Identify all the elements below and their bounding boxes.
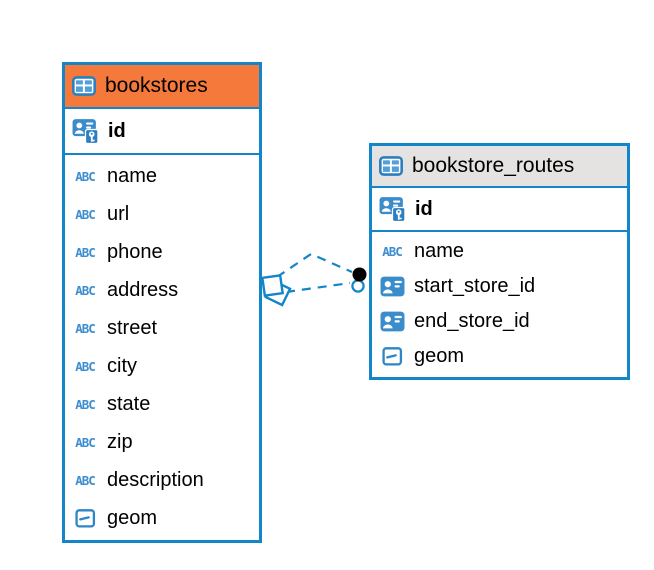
column-name: name — [107, 164, 158, 187]
relationship-line[interactable] — [285, 281, 351, 294]
column-list: ABC name start_store_id end_store_id ge — [372, 232, 627, 377]
text-type-icon: ABC — [75, 396, 96, 412]
column-name: address — [107, 278, 179, 301]
reference-type-icon — [376, 276, 408, 297]
geometry-type-icon — [376, 346, 408, 367]
column-row-city[interactable]: ABC city — [65, 347, 259, 385]
primary-key-icon — [69, 117, 101, 145]
column-row-street[interactable]: ABC street — [65, 309, 259, 347]
column-row-geom[interactable]: geom — [372, 339, 627, 374]
column-row-id[interactable]: id — [372, 188, 627, 232]
column-row-name[interactable]: ABC name — [65, 157, 259, 195]
column-name: geom — [414, 345, 465, 367]
column-name: description — [107, 468, 204, 491]
column-name: state — [107, 392, 151, 415]
column-name: geom — [107, 506, 158, 529]
column-row-end-store-id[interactable]: end_store_id — [372, 304, 627, 339]
column-row-state[interactable]: ABC state — [65, 385, 259, 423]
column-row-url[interactable]: ABC url — [65, 195, 259, 233]
text-type-icon: ABC — [75, 320, 96, 336]
text-type-icon: ABC — [382, 244, 403, 259]
column-row-address[interactable]: ABC address — [65, 271, 259, 309]
column-name: name — [414, 240, 465, 262]
entity-table-bookstores[interactable]: bookstores id ABC name ABC url ABC phone… — [62, 62, 262, 543]
text-type-icon: ABC — [75, 244, 96, 260]
column-name: url — [107, 202, 130, 225]
table-title: bookstore_routes — [412, 154, 575, 177]
column-row-id[interactable]: id — [65, 109, 259, 155]
text-type-icon: ABC — [75, 206, 96, 222]
text-type-icon: ABC — [75, 282, 96, 298]
column-name: phone — [107, 240, 163, 263]
text-type-icon: ABC — [75, 434, 96, 450]
table-icon — [378, 156, 404, 176]
table-header-bookstores[interactable]: bookstores — [65, 65, 259, 109]
column-row-phone[interactable]: ABC phone — [65, 233, 259, 271]
primary-key-icon — [376, 195, 408, 223]
column-name: end_store_id — [414, 310, 530, 332]
column-row-description[interactable]: ABC description — [65, 461, 259, 499]
geometry-type-icon — [69, 508, 101, 529]
text-type-icon: ABC — [75, 472, 96, 488]
column-list: ABC name ABC url ABC phone ABC address A… — [65, 155, 259, 540]
table-title: bookstores — [105, 74, 208, 97]
table-header-bookstore-routes[interactable]: bookstore_routes — [372, 146, 627, 188]
column-name: street — [107, 316, 158, 339]
dot-marker — [351, 267, 367, 293]
table-icon — [71, 76, 97, 96]
column-row-zip[interactable]: ABC zip — [65, 423, 259, 461]
column-name: city — [107, 354, 137, 377]
column-name: start_store_id — [414, 275, 536, 297]
column-name: zip — [107, 430, 133, 453]
relationship-line[interactable] — [276, 252, 353, 278]
entity-table-bookstore-routes[interactable]: bookstore_routes id ABC name start_store… — [369, 143, 630, 380]
diamond-marker — [260, 273, 292, 307]
column-row-start-store-id[interactable]: start_store_id — [372, 269, 627, 304]
column-name: id — [415, 197, 433, 220]
reference-type-icon — [376, 311, 408, 332]
text-type-icon: ABC — [75, 358, 96, 374]
column-row-geom[interactable]: geom — [65, 499, 259, 537]
column-name: id — [108, 119, 126, 142]
column-row-name[interactable]: ABC name — [372, 234, 627, 269]
text-type-icon: ABC — [75, 168, 96, 184]
